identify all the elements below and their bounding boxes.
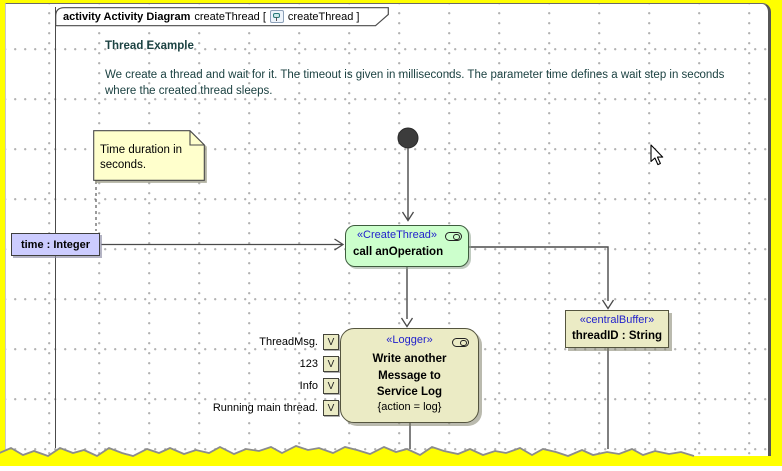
- action-name: call anOperation: [353, 246, 444, 258]
- frame-kind-label: activity Activity Diagram: [63, 10, 191, 23]
- diagram-description-text: We create a thread and wait for it. The …: [105, 69, 725, 97]
- frame-ref-label: createThread ]: [287, 10, 360, 23]
- diagram-title-text: Thread Example: [105, 40, 194, 52]
- action-write-message[interactable]: «Logger» Write another Message to Servic…: [340, 328, 479, 423]
- action-name: Write another Message to Service Log: [372, 353, 447, 398]
- activity-frame-border: [55, 7, 56, 448]
- value-pin-icon: V: [327, 358, 335, 370]
- activity-diagram-icon: [269, 10, 284, 23]
- buffer-stereotype: «centralBuffer»: [579, 314, 655, 326]
- pin-value-label: Running main thread.: [212, 402, 318, 414]
- value-pin[interactable]: V: [323, 400, 339, 416]
- pin-value-label: ThreadMsg.: [259, 336, 318, 348]
- value-pin-icon: V: [327, 380, 335, 392]
- create-thread-stereotype: «CreateThread»: [356, 229, 438, 241]
- note-shape: [93, 130, 205, 181]
- activity-parameter-node[interactable]: time : Integer: [11, 233, 100, 256]
- note-text: Time duration in seconds.: [100, 144, 183, 171]
- action-call-anoperation[interactable]: «CreateThread» call anOperation: [345, 225, 469, 267]
- value-pin-icon: V: [327, 336, 335, 348]
- parameter-label: time : Integer: [20, 238, 91, 251]
- value-pin-icon: V: [327, 402, 335, 414]
- value-pin[interactable]: V: [323, 334, 339, 350]
- pin-value-label: 123: [299, 358, 318, 370]
- comment-note[interactable]: Time duration in seconds.: [93, 130, 209, 185]
- call-behavior-icon: [452, 338, 469, 347]
- frame-name-label: createThread [: [194, 10, 266, 23]
- value-pin[interactable]: V: [323, 356, 339, 372]
- action-constraint: {action = log}: [377, 401, 442, 413]
- central-buffer-node[interactable]: «centralBuffer» threadID : String: [565, 310, 669, 348]
- logger-stereotype: «Logger»: [386, 334, 433, 346]
- frame-tab-label[interactable]: activity Activity Diagram createThread […: [63, 10, 359, 24]
- call-behavior-icon: [445, 232, 462, 241]
- frame-tab-shape[interactable]: [55, 7, 391, 27]
- buffer-name: threadID : String: [571, 330, 663, 342]
- pin-value-label: Info: [299, 380, 318, 392]
- value-pin[interactable]: V: [323, 378, 339, 394]
